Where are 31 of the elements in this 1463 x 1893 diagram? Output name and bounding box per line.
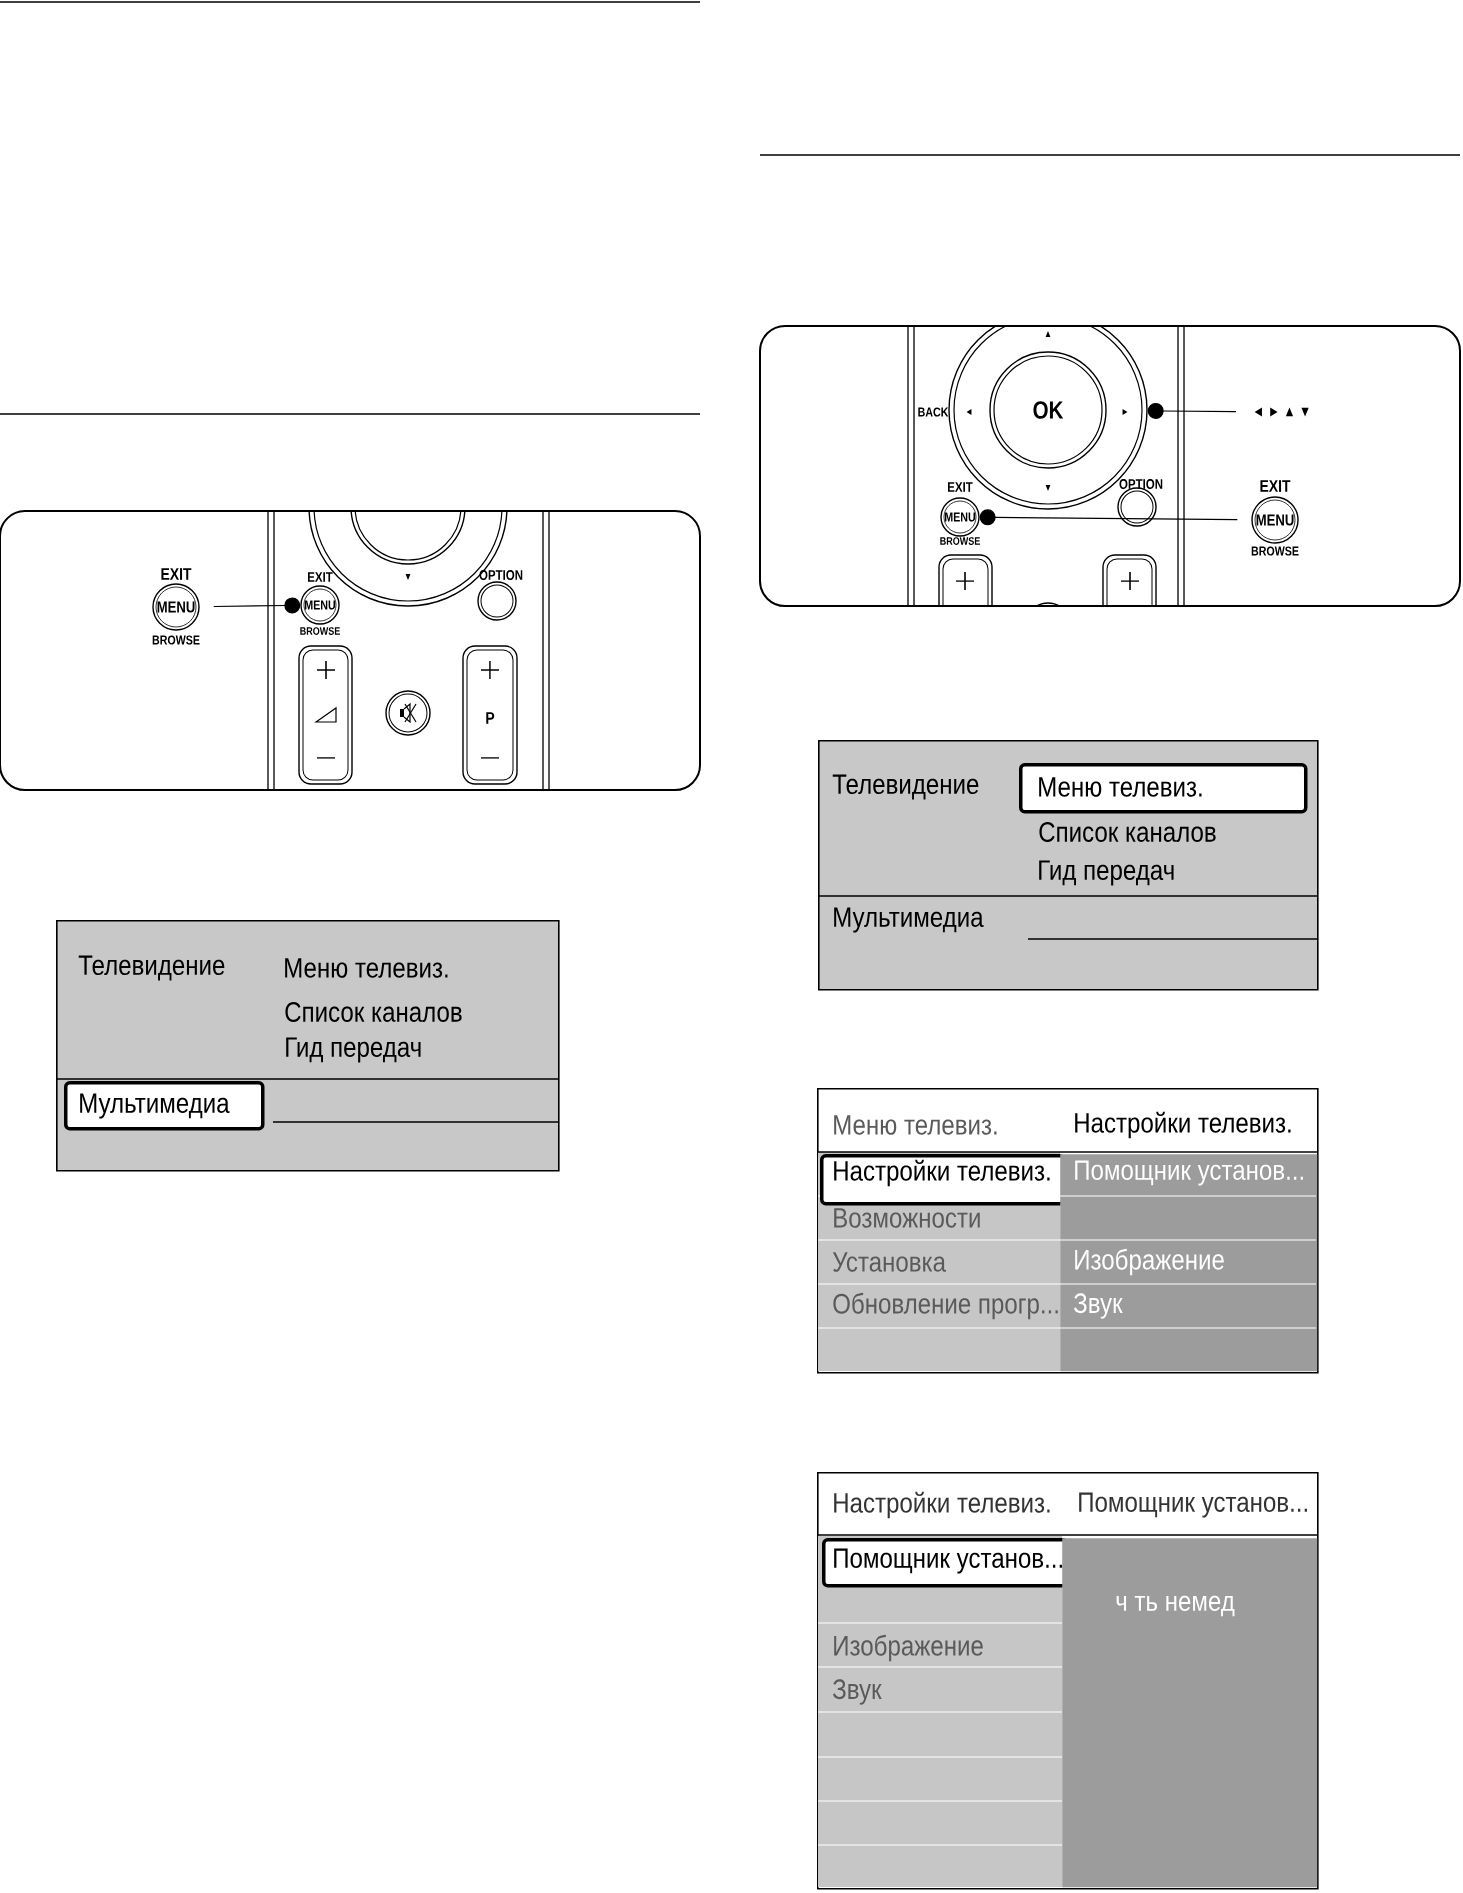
button-label: OPTION bbox=[479, 570, 523, 580]
node-label: BROWSE bbox=[300, 627, 340, 635]
key-label: ◄ bbox=[966, 409, 972, 415]
button-label: P bbox=[486, 712, 495, 724]
submenu-panel: Помощник установ... Изображение Звук bbox=[1059, 1154, 1318, 1372]
menu-button: EXIT MENU BROWSE bbox=[152, 568, 200, 645]
node-label: BROWSE bbox=[152, 635, 200, 645]
leader-line bbox=[979, 509, 1238, 526]
menu-button: EXIT MENU BROWSE bbox=[1251, 480, 1299, 556]
menu-button: EXIT MENU BROWSE bbox=[940, 482, 980, 545]
highlighted-item: Помощник установ... bbox=[822, 1538, 1069, 1588]
node-label: BROWSE bbox=[1251, 546, 1299, 556]
highlighted-item: Мультимедиа bbox=[64, 1081, 265, 1131]
highlighted-item: Меню телевиз. bbox=[1019, 763, 1308, 814]
key-label: ▲ bbox=[1045, 331, 1051, 337]
key-label: ▼ bbox=[405, 574, 411, 580]
key-label: ▼ bbox=[1045, 485, 1051, 491]
button-label: OK bbox=[1033, 401, 1064, 419]
submenu-panel: ч ть немед bbox=[1062, 1538, 1318, 1888]
highlighted-item: Настройки телевиз. bbox=[820, 1154, 1066, 1206]
arrow-keys-label: ◄ ► ▲ ▼ bbox=[1254, 407, 1309, 417]
leader-line bbox=[213, 597, 301, 614]
node-label: EXIT bbox=[308, 572, 333, 582]
leader-line bbox=[1147, 402, 1237, 419]
node-label: BROWSE bbox=[940, 537, 980, 545]
menu-button: EXIT MENU BROWSE bbox=[300, 572, 340, 635]
key-label: ► bbox=[1122, 409, 1128, 415]
button-label: OPTION bbox=[1119, 479, 1163, 489]
node-label: EXIT bbox=[948, 482, 973, 492]
node-label: EXIT bbox=[161, 568, 192, 580]
node-label: EXIT bbox=[1260, 480, 1291, 492]
